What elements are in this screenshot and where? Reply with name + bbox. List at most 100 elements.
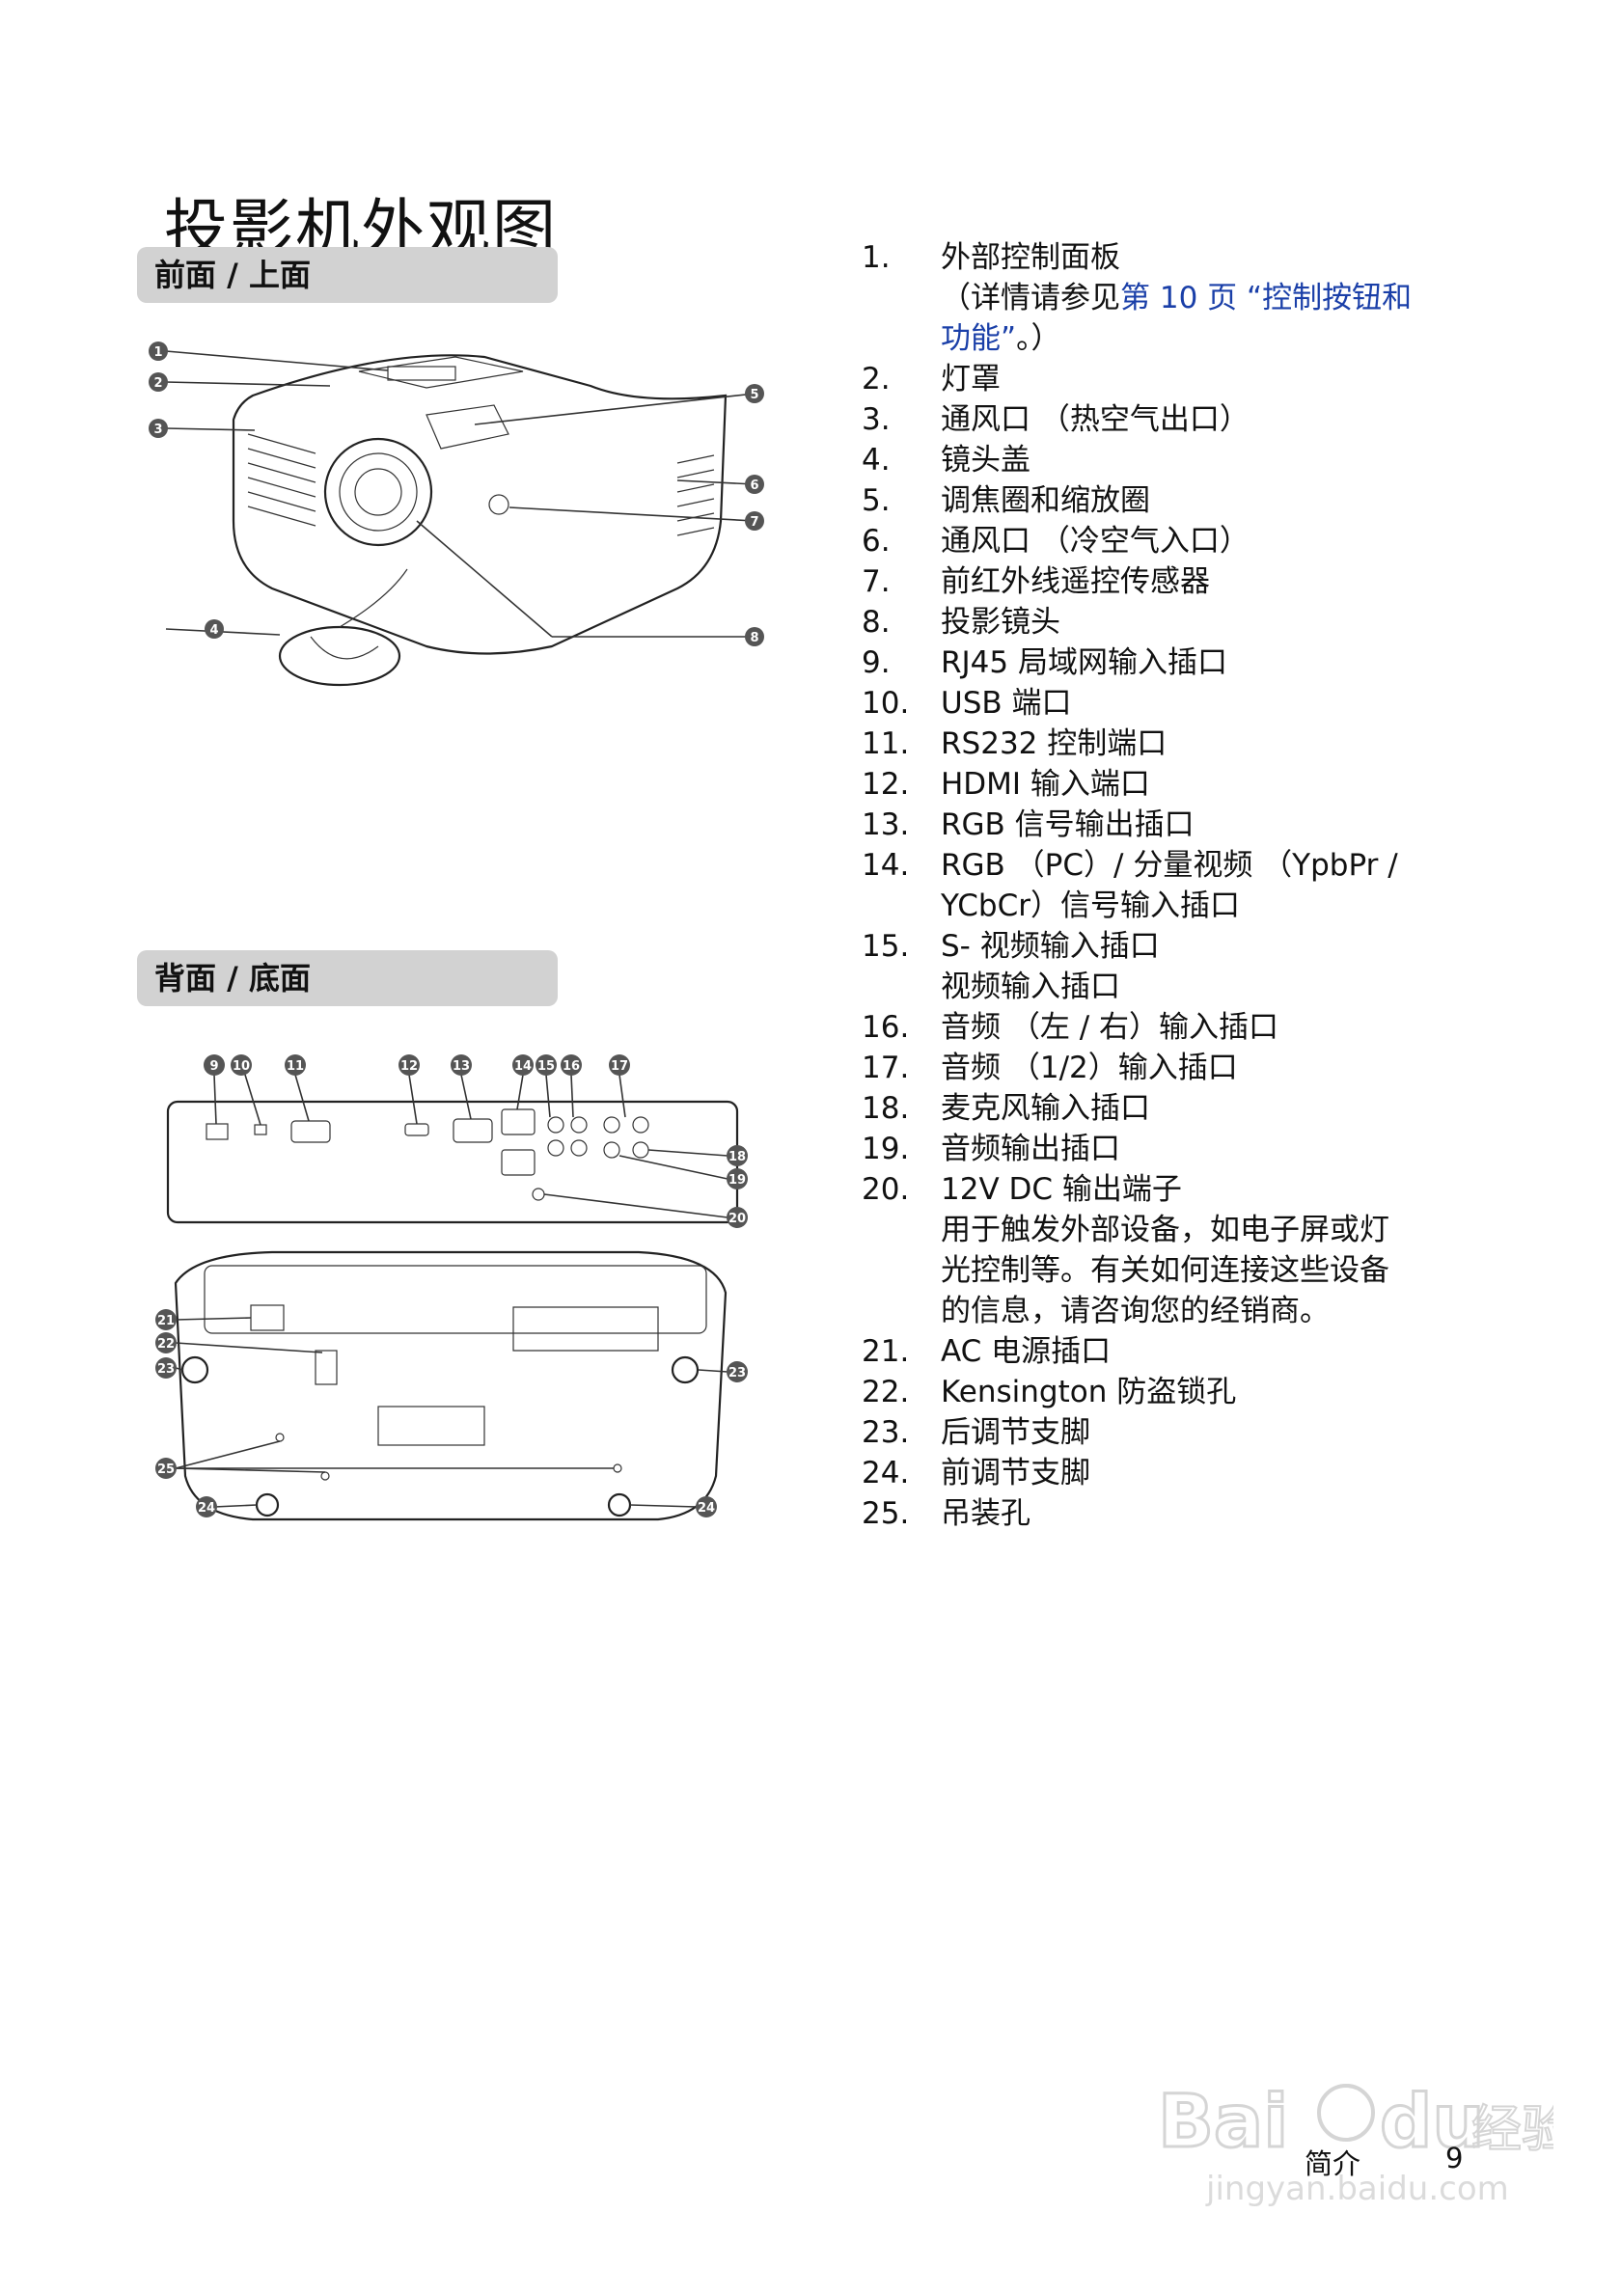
footer-page-number: 9	[1445, 2142, 1464, 2174]
item-text: 投影镜头	[941, 605, 1060, 640]
item-number: 22.	[862, 1375, 910, 1409]
item-text: 外部控制面板	[941, 240, 1120, 275]
svg-text:25: 25	[157, 1462, 175, 1477]
svg-text:3: 3	[153, 423, 162, 437]
svg-text:17: 17	[611, 1059, 628, 1074]
callout-21: 21	[155, 1309, 177, 1330]
front-projector-figure: 1 2 3 4 5 6 7 8	[137, 328, 774, 714]
item-text: 音频输出插口	[941, 1132, 1120, 1166]
list-item: 22. Kensington 防盗锁孔	[862, 1372, 1479, 1412]
list-item: 11. RS232 控制端口	[862, 724, 1479, 764]
svg-text:16: 16	[563, 1059, 580, 1074]
callout-18: 18	[727, 1145, 748, 1166]
svg-text:19: 19	[728, 1173, 746, 1188]
callout-17: 17	[609, 1054, 630, 1076]
reference-suffix: 。）	[1016, 321, 1061, 356]
item-number: 1.	[862, 240, 891, 275]
item-number: 9.	[862, 645, 891, 680]
section-header-front: 前面 / 上面	[137, 247, 558, 303]
item-number: 13.	[862, 807, 910, 842]
item-reference: （详情请参见第 10 页 “控制按钮和	[941, 278, 1479, 318]
svg-text:5: 5	[750, 388, 758, 402]
list-item: 2. 灯罩	[862, 359, 1479, 399]
item-text: 音频 （左 / 右）输入插口	[941, 1010, 1279, 1045]
item-number: 8.	[862, 605, 891, 640]
item-number: 6.	[862, 524, 891, 559]
svg-text:18: 18	[728, 1150, 746, 1164]
item-text: RGB 信号输出插口	[941, 807, 1195, 842]
item-text: 前红外线遥控传感器	[941, 564, 1210, 599]
list-item: 3. 通风口 （热空气出口）	[862, 399, 1479, 440]
item-number: 10.	[862, 686, 910, 721]
callout-7: 7	[745, 511, 764, 531]
back-projector-figure: 9 10 11 12 13 14 15 16 17 18 19 20 21 22…	[137, 1032, 774, 1592]
callout-12: 12	[398, 1054, 420, 1076]
list-item: 7.前红外线遥控传感器	[862, 561, 1479, 602]
list-item: 19. 音频输出插口	[862, 1129, 1479, 1169]
callout-4: 4	[205, 619, 224, 639]
page-reference-link[interactable]: 第 10 页 “控制按钮和	[1120, 281, 1413, 315]
item-text: RGB （PC）/ 分量视频 （YpbPr /	[941, 848, 1398, 883]
callout-22: 22	[155, 1332, 177, 1353]
list-item: 13. RGB 信号输出插口	[862, 805, 1479, 845]
callout-15: 15	[536, 1054, 557, 1076]
watermark-logo: Bai du 经验 jingyan.baidu.com	[1157, 2077, 1574, 2209]
list-item: 21.AC 电源插口	[862, 1331, 1479, 1372]
list-item: 5. 调焦圈和缩放圈	[862, 480, 1479, 521]
callout-20: 20	[727, 1207, 748, 1228]
list-item: 23. 后调节支脚	[862, 1412, 1479, 1453]
item-text: 音频 （1/2）输入插口	[941, 1051, 1238, 1085]
item-number: 24.	[862, 1456, 910, 1490]
svg-text:21: 21	[157, 1314, 175, 1328]
svg-text:11: 11	[287, 1059, 304, 1074]
svg-text:10: 10	[233, 1059, 250, 1074]
footer-section-name: 简介	[1305, 2147, 1361, 2180]
callout-19: 19	[727, 1168, 748, 1189]
item-number: 12.	[862, 767, 910, 802]
list-item: 8. 投影镜头	[862, 602, 1479, 642]
item-number: 11.	[862, 726, 910, 761]
item-text: 后调节支脚	[941, 1415, 1090, 1450]
svg-text:du: du	[1380, 2078, 1485, 2164]
svg-text:Bai: Bai	[1158, 2078, 1288, 2164]
item-number: 2.	[862, 362, 891, 396]
svg-text:8: 8	[750, 631, 758, 645]
item-number: 21.	[862, 1334, 910, 1369]
list-item: 20. 12V DC 输出端子 用于触发外部设备，如电子屏或灯 光控制等。有关如…	[862, 1169, 1479, 1331]
callout-23-left: 23	[155, 1357, 177, 1379]
list-item: 6.通风口 （冷空气入口）	[862, 521, 1479, 561]
callout-8: 8	[745, 627, 764, 646]
callout-11: 11	[285, 1054, 306, 1076]
item-number: 23.	[862, 1415, 910, 1450]
svg-text:13: 13	[453, 1059, 470, 1074]
list-item: 18.麦克风输入插口	[862, 1088, 1479, 1129]
item-text: 前调节支脚	[941, 1456, 1090, 1490]
callout-14: 14	[512, 1054, 534, 1076]
paw-icon	[1317, 2084, 1375, 2142]
item-number: 18.	[862, 1091, 910, 1126]
item-number: 5.	[862, 483, 891, 518]
list-item: 10. USB 端口	[862, 683, 1479, 724]
svg-text:22: 22	[157, 1337, 175, 1352]
item-text: 调焦圈和缩放圈	[941, 483, 1150, 518]
svg-text:6: 6	[750, 478, 758, 493]
svg-text:23: 23	[728, 1366, 746, 1380]
item-text: RS232 控制端口	[941, 726, 1168, 761]
callout-10: 10	[231, 1054, 252, 1076]
baidu-jingyan-watermark: Bai du 经验 jingyan.baidu.com	[1148, 2055, 1574, 2209]
item-text: USB 端口	[941, 686, 1072, 721]
section-header-back: 背面 / 底面	[137, 950, 558, 1006]
callout-25: 25	[155, 1458, 177, 1479]
item-text: Kensington 防盗锁孔	[941, 1375, 1237, 1409]
page-reference-link-cont[interactable]: 功能”	[941, 321, 1017, 356]
svg-text:7: 7	[750, 515, 758, 530]
item-number: 14.	[862, 848, 910, 883]
svg-text:24: 24	[198, 1501, 215, 1516]
callout-9: 9	[204, 1054, 225, 1076]
callout-24-left: 24	[196, 1496, 217, 1517]
item-text: 灯罩	[941, 362, 1001, 396]
item-number: 19.	[862, 1132, 910, 1166]
item-text: 通风口 （热空气出口）	[941, 402, 1250, 437]
front-projector-drawing: 1 2 3 4 5 6 7 8	[149, 342, 764, 687]
item-number: 3.	[862, 402, 891, 437]
